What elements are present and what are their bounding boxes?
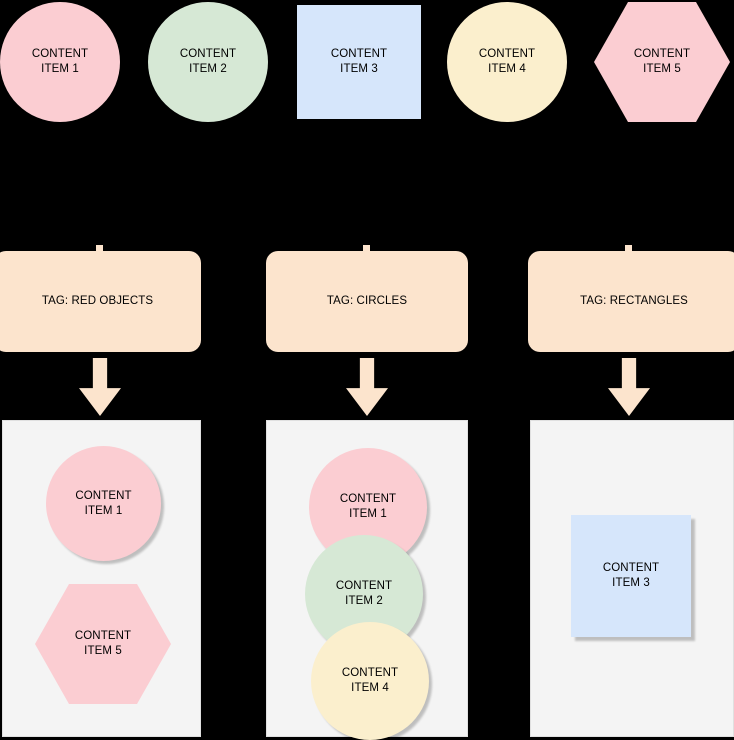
arrow-down-icon-rectangles	[608, 358, 650, 416]
result-item-4-circle-label: CONTENT ITEM 4	[341, 667, 399, 694]
tag-box-rectangles-label: TAG: RECTANGLES	[580, 295, 688, 307]
source-item-3-label: CONTENT ITEM 3	[330, 48, 388, 75]
tag-box-circles[interactable]: TAG: CIRCLES	[266, 251, 468, 352]
source-item-1[interactable]: CONTENT ITEM 1	[0, 2, 120, 122]
result-item-3-rectangle[interactable]: CONTENT ITEM 3	[571, 515, 691, 637]
arrow-down-icon-red-objects	[79, 358, 121, 416]
result-item-1-circle[interactable]: CONTENT ITEM 1	[46, 446, 161, 561]
tag-box-circles-label: TAG: CIRCLES	[326, 295, 408, 307]
result-item-3-rectangle-label: CONTENT ITEM 3	[602, 562, 660, 589]
source-item-2-label: CONTENT ITEM 2	[179, 48, 237, 75]
source-item-1-label: CONTENT ITEM 1	[31, 48, 89, 75]
source-item-5-label: CONTENT ITEM 5	[633, 48, 691, 75]
source-item-4-label: CONTENT ITEM 4	[478, 48, 536, 75]
source-items-row: CONTENT ITEM 1 CONTENT ITEM 2 CONTENT IT…	[0, 0, 734, 122]
tag-connector-stub-2	[625, 245, 632, 253]
tag-box-red-objects[interactable]: TAG: RED OBJECTS	[0, 251, 201, 352]
source-item-5[interactable]: CONTENT ITEM 5	[594, 2, 730, 122]
result-panel-circles: CONTENT ITEM 1 CONTENT ITEM 2 CONTENT IT…	[266, 420, 468, 740]
result-item-5-hexagon[interactable]: CONTENT ITEM 5	[35, 584, 171, 704]
tag-connector-stub-1	[363, 245, 370, 253]
tag-box-red-objects-label: TAG: RED OBJECTS	[41, 295, 154, 307]
source-item-2[interactable]: CONTENT ITEM 2	[148, 2, 268, 122]
result-item-5-hexagon-label: CONTENT ITEM 5	[74, 630, 132, 657]
result-item-1-circle-label: CONTENT ITEM 1	[75, 489, 132, 517]
tag-box-rectangles[interactable]: TAG: RECTANGLES	[528, 251, 734, 352]
result-panel-red-objects: CONTENT ITEM 1 CONTENT ITEM 5	[2, 420, 201, 737]
tag-connector-stub-0	[96, 245, 103, 253]
arrow-down-icon-circles	[346, 358, 388, 416]
result-panel-rectangles: CONTENT ITEM 3	[530, 420, 734, 737]
result-item-4-circle[interactable]: CONTENT ITEM 4	[311, 622, 429, 740]
source-item-3[interactable]: CONTENT ITEM 3	[297, 5, 421, 119]
source-item-4[interactable]: CONTENT ITEM 4	[447, 2, 567, 122]
